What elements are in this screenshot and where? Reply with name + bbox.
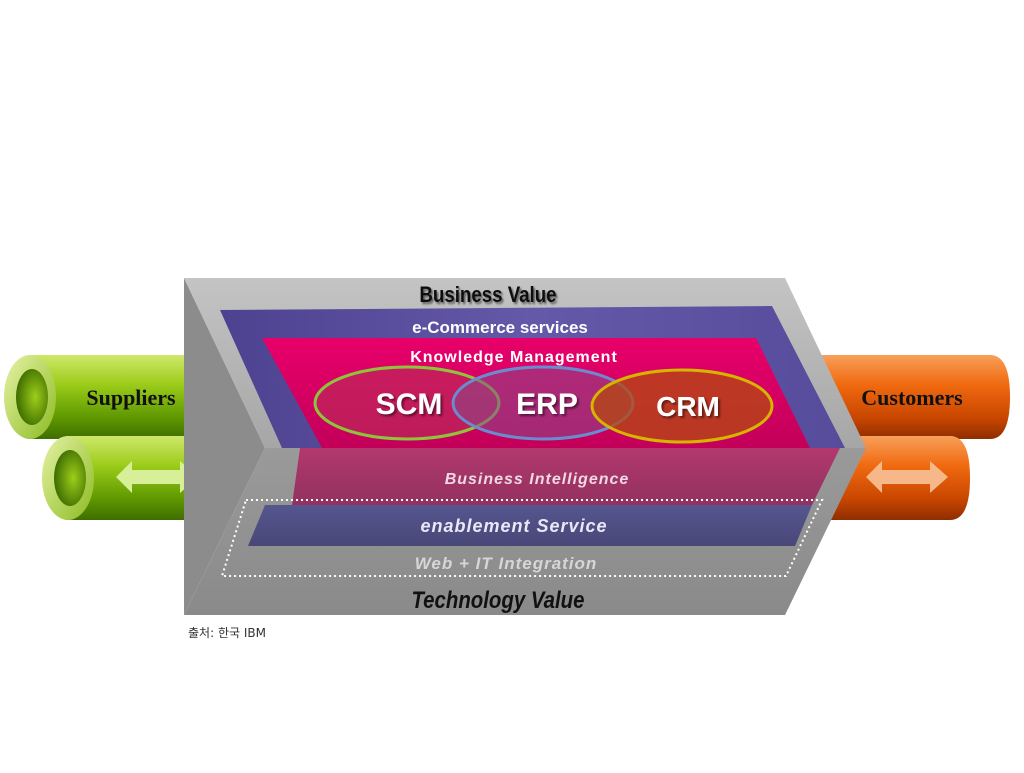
crm-circle: [590, 368, 774, 444]
double-arrow-icon: [116, 461, 198, 493]
source-note: 출처: 한국 IBM: [188, 626, 266, 640]
frame-left-wall: [184, 278, 265, 615]
integration-boundary: [220, 499, 824, 577]
customers-label: Customers: [861, 385, 963, 410]
suppliers-lower-pipe-opening: [54, 450, 86, 506]
crm-label: CRM: [656, 391, 720, 422]
erp-label: ERP: [516, 388, 578, 421]
knowledge-label: Knowledge Management: [410, 349, 618, 366]
ecommerce-label: e-Commerce services: [412, 318, 588, 337]
double-arrow-icon: [866, 461, 948, 493]
scm-label: SCM: [376, 388, 443, 421]
business-intelligence-layer: [292, 448, 840, 505]
suppliers-upper-pipe-opening: [16, 369, 48, 425]
integration-label: Web + IT Integration: [415, 554, 598, 573]
technology-value-label: Technology Value: [411, 586, 584, 613]
enablement-layer: [248, 505, 812, 546]
suppliers-upper-pipe: [28, 355, 218, 439]
customers-upper-pipe: [800, 355, 1010, 439]
business-value-label: Business Value: [419, 284, 556, 308]
business-intelligence-label: Business Intelligence: [445, 471, 630, 488]
core-systems: SCM ERP CRM: [313, 365, 774, 444]
enablement-label: enablement Service: [420, 516, 607, 536]
suppliers-label: Suppliers: [86, 385, 176, 410]
